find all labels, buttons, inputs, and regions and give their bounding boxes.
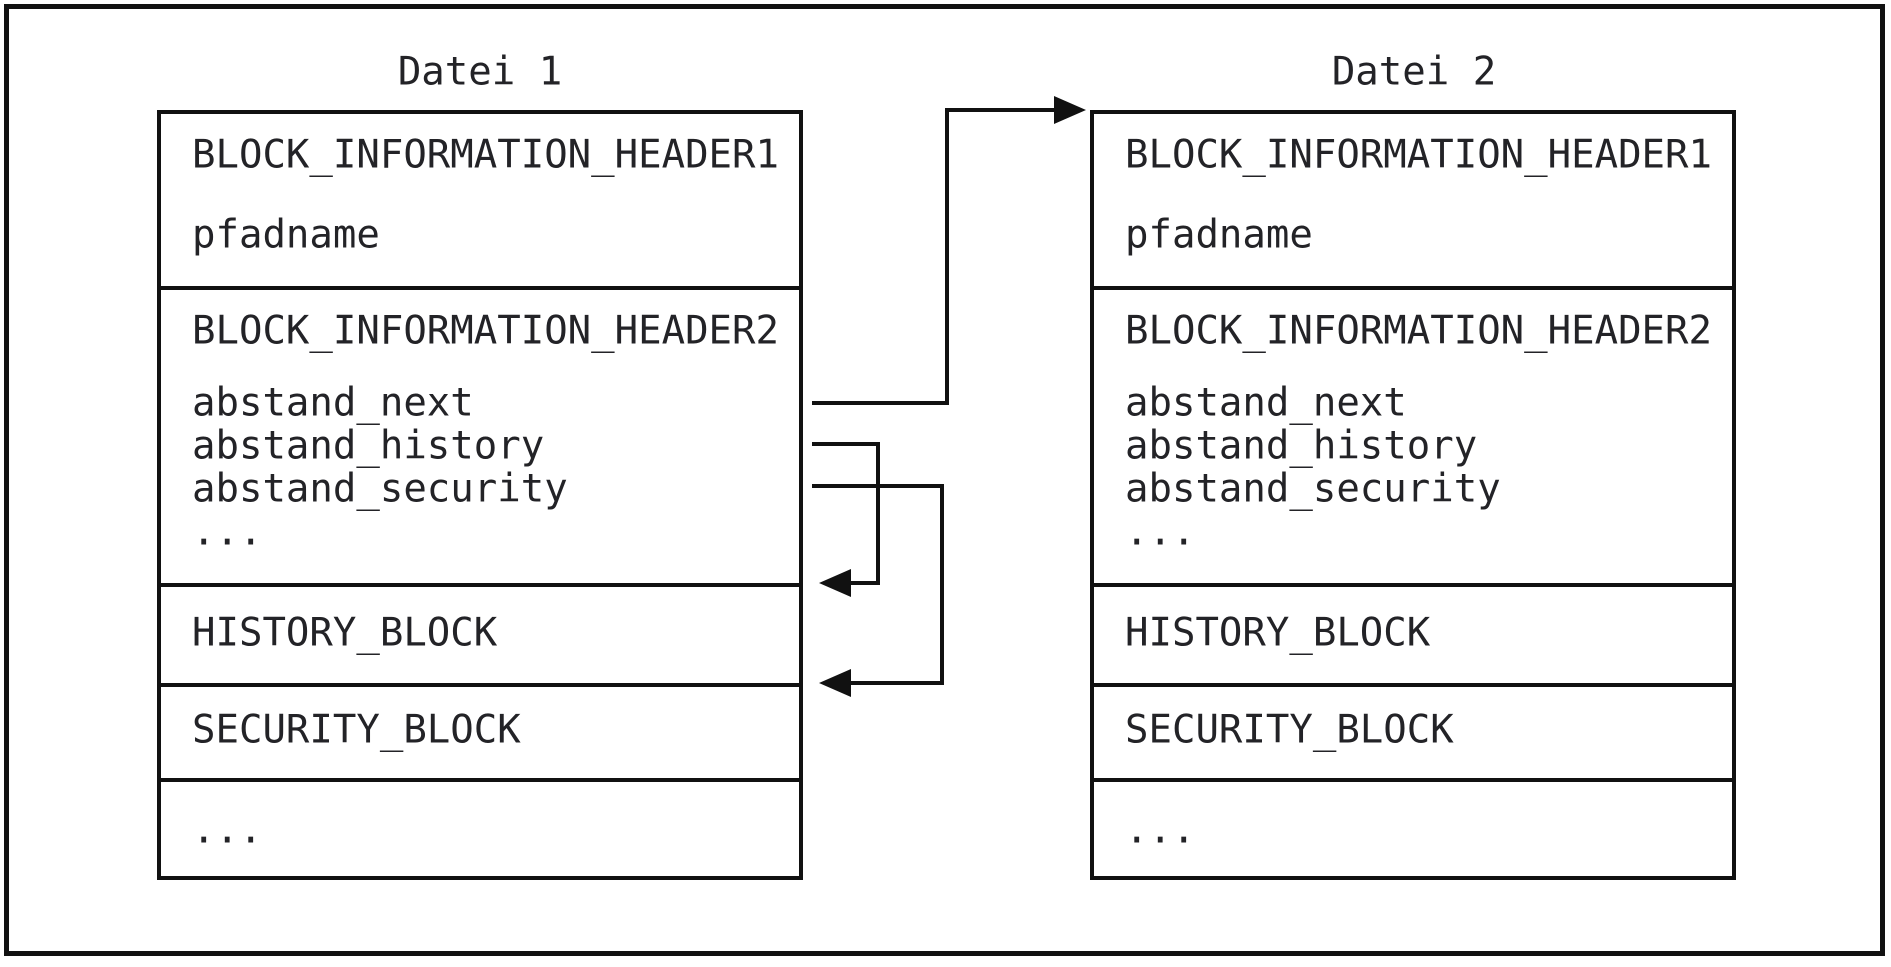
file2-header2-label: BLOCK_INFORMATION_HEADER2 — [1125, 308, 1712, 354]
file1-box: BLOCK_INFORMATION_HEADER1 pfadname BLOCK… — [157, 110, 803, 880]
file2-abstand-security-label: abstand_security — [1125, 466, 1501, 512]
file2-abstand-history-label: abstand_history — [1125, 423, 1478, 469]
file1-history-block-label: HISTORY_BLOCK — [192, 610, 498, 656]
file2-divider-security-block — [1093, 683, 1733, 687]
file1-header1-label: BLOCK_INFORMATION_HEADER1 — [192, 132, 779, 178]
file2-abstand-ellipsis: ... — [1125, 509, 1196, 555]
file1-divider-header2 — [160, 286, 800, 290]
file1-divider-history-block — [160, 583, 800, 587]
file1-abstand-security-label: abstand_security — [192, 466, 568, 512]
file2-abstand-next-label: abstand_next — [1125, 380, 1407, 426]
file1-header2-label: BLOCK_INFORMATION_HEADER2 — [192, 308, 779, 354]
file1-abstand-next-label: abstand_next — [192, 380, 474, 426]
file2-tail-ellipsis: ... — [1125, 807, 1196, 853]
file2-divider-header2 — [1093, 286, 1733, 290]
file1-abstand-ellipsis: ... — [192, 509, 263, 555]
file1-divider-tail — [160, 778, 800, 782]
file2-title: Datei 2 — [1331, 49, 1497, 95]
file2-header1-label: BLOCK_INFORMATION_HEADER1 — [1125, 132, 1712, 178]
file2-pfadname-label: pfadname — [1125, 212, 1313, 258]
file1-tail-ellipsis: ... — [192, 807, 263, 853]
file2-divider-history-block — [1093, 583, 1733, 587]
file1-pfadname-label: pfadname — [192, 212, 380, 258]
file1-security-block-label: SECURITY_BLOCK — [192, 707, 521, 753]
file2-divider-tail — [1093, 778, 1733, 782]
file1-abstand-history-label: abstand_history — [192, 423, 545, 469]
file2-history-block-label: HISTORY_BLOCK — [1125, 610, 1431, 656]
file1-title: Datei 1 — [397, 49, 563, 95]
file2-box: BLOCK_INFORMATION_HEADER1 pfadname BLOCK… — [1090, 110, 1736, 880]
file1-divider-security-block — [160, 683, 800, 687]
file2-security-block-label: SECURITY_BLOCK — [1125, 707, 1454, 753]
outer-frame — [4, 4, 1885, 956]
